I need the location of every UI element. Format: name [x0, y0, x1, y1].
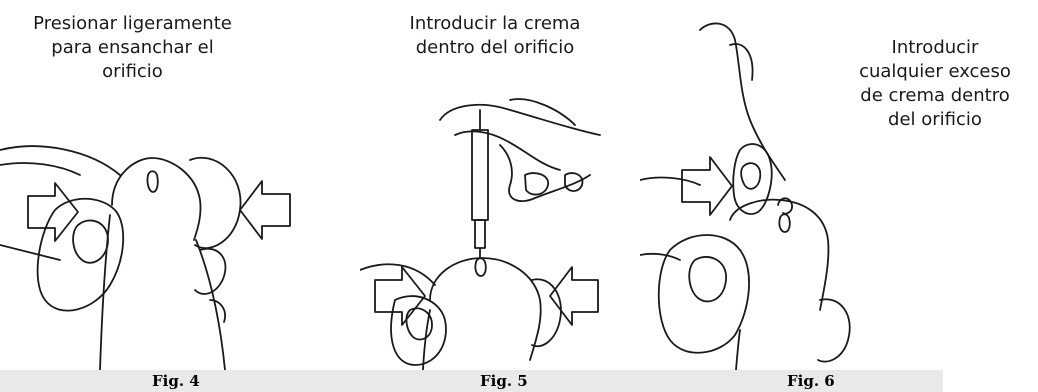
glans-outline [112, 158, 201, 240]
right-finger [190, 158, 241, 248]
figure-6-caption: Introducir cualquier exceso de crema den… [835, 36, 1035, 132]
meatus-slit [147, 171, 157, 192]
caption-line: Introducir la crema [409, 13, 581, 34]
left-hand [640, 254, 680, 260]
left-thumbnail [73, 220, 108, 262]
shaft-outline [736, 330, 740, 370]
upper-hand [500, 145, 590, 201]
figure-6-illustration [640, 0, 890, 370]
hand-left [0, 146, 120, 175]
hand-left [0, 163, 80, 175]
arrow-right-icon [375, 267, 425, 325]
hand-left [0, 245, 60, 260]
meatus-slit [779, 214, 789, 232]
applicator-barrel [472, 130, 488, 220]
left-thumb [659, 235, 749, 353]
right-finger [818, 299, 850, 361]
figure-5-caption: Introducir la crema dentro del orificio [385, 12, 605, 60]
top-finger [733, 144, 771, 214]
figure-label-bar [0, 370, 943, 392]
arrow-right-icon [28, 183, 78, 241]
shaft-outline [100, 215, 110, 370]
figure-5-label: Fig. 5 [480, 372, 528, 390]
right-finger [210, 300, 225, 322]
top-fingernail [741, 163, 760, 189]
glans-outline [430, 258, 541, 360]
caption-line: para ensanchar el [51, 37, 214, 58]
arrow-left-icon [240, 181, 290, 239]
cream-drop [778, 198, 792, 213]
lower-thumbnail [406, 308, 432, 339]
caption-line: orificio [102, 61, 163, 82]
right-finger [195, 249, 225, 294]
glans-outline [730, 200, 828, 310]
arrow-left-icon [550, 267, 598, 325]
applicator-nozzle [475, 220, 485, 248]
figure-4-illustration [0, 0, 330, 370]
caption-line: Presionar ligeramente [33, 13, 232, 34]
figure-4-caption: Presionar ligeramente para ensanchar el … [0, 12, 265, 84]
upper-hand [440, 105, 600, 135]
upper-fingernail [525, 173, 548, 195]
arrow-right-icon [682, 157, 732, 215]
caption-line: Introducir [891, 37, 979, 58]
right-finger [532, 279, 561, 346]
left-thumbnail [689, 257, 726, 301]
caption-line: del orificio [888, 109, 982, 130]
left-thumb [38, 199, 124, 311]
lower-thumb [391, 296, 446, 365]
top-hand [730, 44, 753, 80]
upper-fingernail [565, 173, 582, 191]
upper-hand [455, 131, 560, 170]
figure-6-label: Fig. 6 [787, 372, 835, 390]
shaft-outline [196, 240, 225, 370]
caption-line: dentro del orificio [415, 37, 575, 58]
upper-hand [510, 99, 575, 125]
caption-line: cualquier exceso [859, 61, 1011, 82]
figure-4-label: Fig. 4 [152, 372, 200, 390]
lower-hand [360, 264, 435, 285]
figure-5-illustration [360, 0, 650, 370]
left-hand [640, 178, 700, 185]
caption-line: de crema dentro [860, 85, 1010, 106]
meatus-slit [475, 258, 485, 276]
